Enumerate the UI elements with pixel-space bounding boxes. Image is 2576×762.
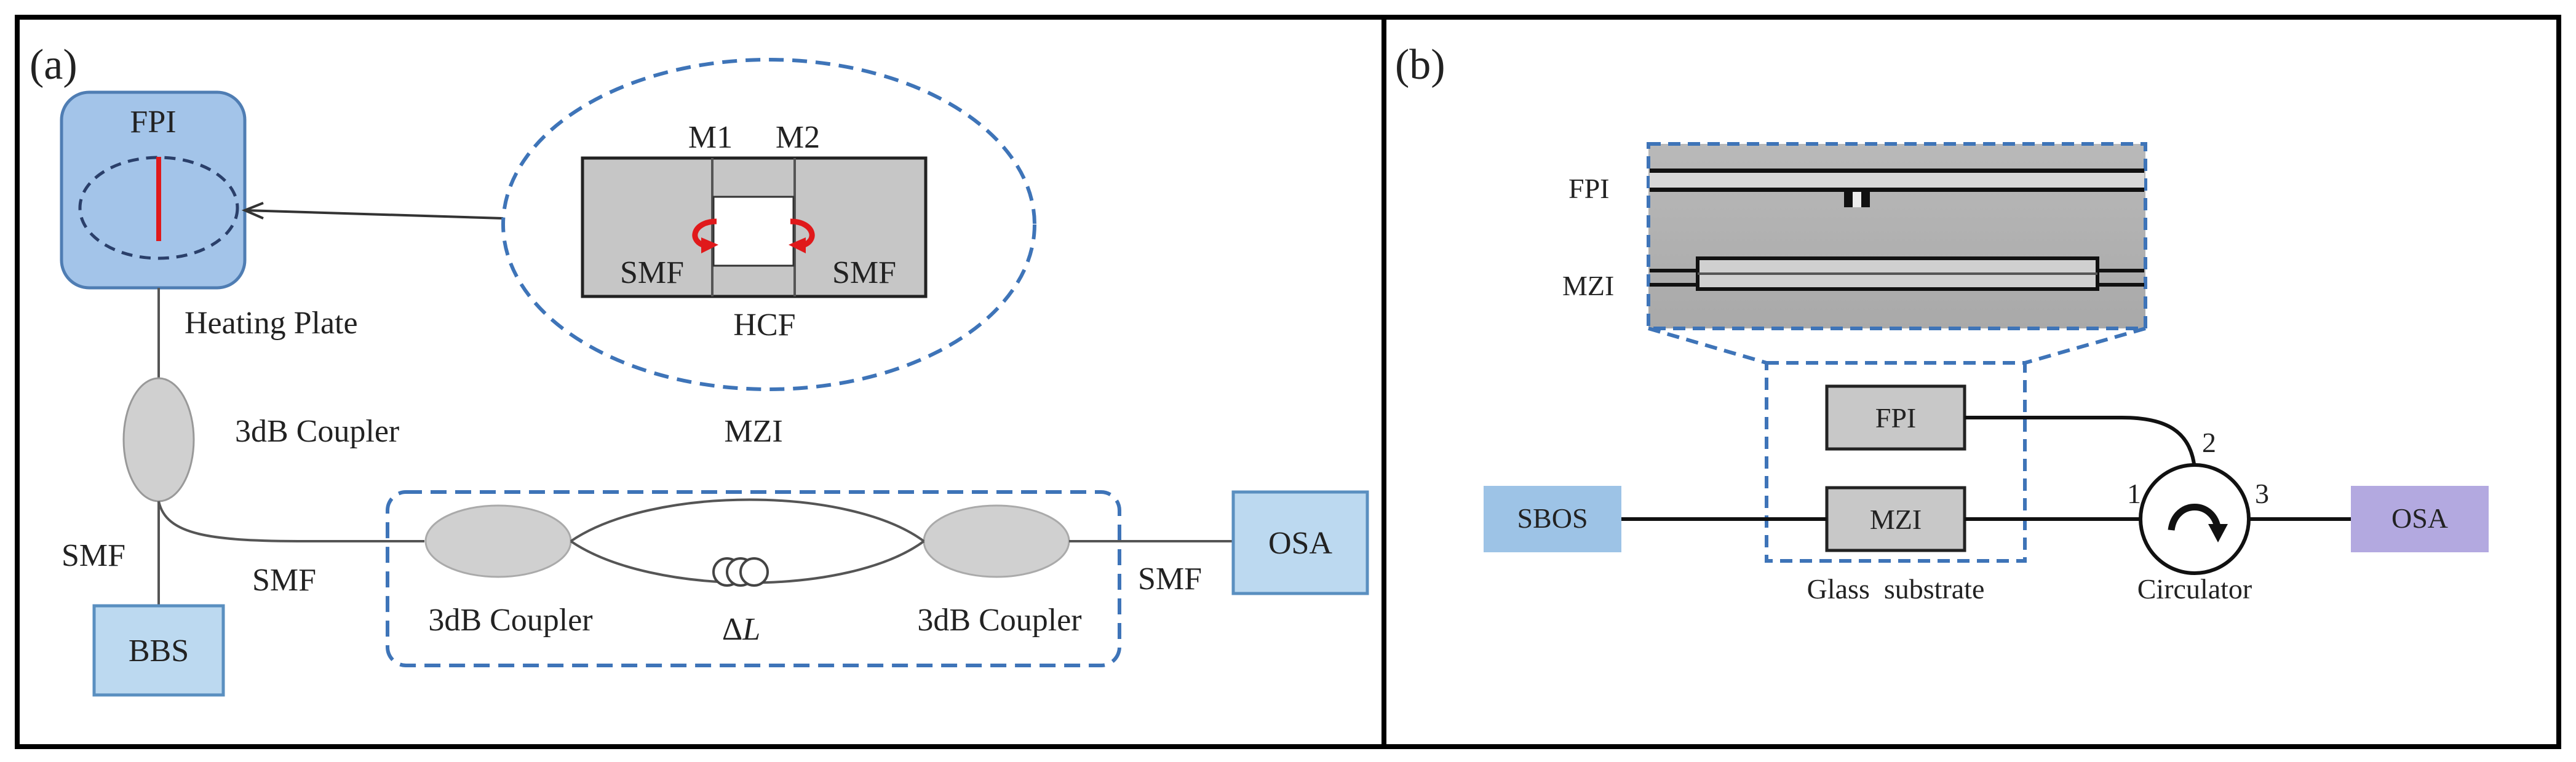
inset-m2-label: M2	[776, 120, 820, 155]
glass-substrate-box	[1765, 361, 2027, 563]
fpi-chip-label: FPI	[1875, 402, 1916, 434]
delta-l-label: ΔL	[722, 612, 760, 647]
inset-ellipse	[501, 58, 1036, 391]
heating-plate-label: Heating Plate	[185, 306, 358, 341]
bbs-label: BBS	[129, 633, 189, 669]
panel-a: (a) FPI M1 M2 SMF SMF HCF Heating Plate …	[30, 41, 1369, 697]
port-1-label: 1	[2127, 478, 2141, 509]
delta-l-var: L	[742, 612, 760, 647]
fpi-zoom-ellipse	[78, 156, 239, 260]
osa-box-a	[1231, 490, 1369, 595]
fiber-coil-icon	[712, 557, 769, 587]
inset-hcf-label: HCF	[733, 308, 795, 343]
inset-smf-left: SMF	[620, 255, 684, 290]
osa-label-b: OSA	[2391, 502, 2448, 534]
inset-pointer-arrowhead	[241, 202, 264, 220]
mzi-dashed-box	[386, 490, 1121, 667]
circulator	[2139, 463, 2251, 575]
mzi-waveguide	[1650, 256, 2144, 291]
fpi-box-label: FPI	[130, 105, 176, 140]
mzi-upper-arm	[570, 498, 925, 542]
circulator-label: Circulator	[2137, 573, 2252, 605]
panel-b-tag: (b)	[1395, 41, 1445, 89]
panel-b: (b) FPI MZI FPI MZI	[1395, 41, 2489, 605]
smf-left-label: SMF	[62, 538, 125, 573]
bbs-box	[92, 604, 225, 697]
coupler-left-label: 3dB Coupler	[428, 603, 592, 638]
coupler-top	[122, 377, 195, 502]
sbos-label: SBOS	[1517, 502, 1588, 534]
inset-pointer-line	[245, 209, 504, 220]
fpi-heating-box	[60, 90, 247, 290]
reflection-arrowhead-m1	[701, 237, 718, 253]
port-2-label: 2	[2202, 427, 2216, 458]
osa-box-b	[2351, 486, 2489, 552]
inset-m1-label: M1	[688, 120, 733, 155]
link-fpi-circ	[1965, 416, 2196, 469]
reflection-arrowhead-m2	[789, 237, 806, 253]
circulator-arrowhead-icon	[2208, 524, 2228, 542]
port-3-label: 3	[2255, 478, 2269, 509]
zoom-line-left	[1648, 327, 1767, 365]
osa-label-a: OSA	[1268, 526, 1332, 561]
glass-substrate-label: Glass substrate	[1807, 573, 1985, 605]
hcf-air-cavity	[712, 196, 795, 267]
fpi-chip	[1825, 384, 1966, 451]
circulator-arrow-icon	[2168, 504, 2222, 531]
mzi-row-label: MZI	[1562, 270, 1614, 301]
mzi-coupler-right	[923, 504, 1070, 578]
mzi-label: MZI	[724, 414, 782, 449]
smf-mid-label: SMF	[252, 563, 316, 598]
delta-l-prefix: Δ	[722, 612, 742, 647]
panel-a-tag: (a)	[30, 41, 78, 89]
coupler-top-label: 3dB Coupler	[235, 414, 399, 449]
inset-smf-right: SMF	[832, 255, 896, 290]
smf-right-label: SMF	[1138, 562, 1202, 597]
mzi-chip-label: MZI	[1870, 504, 1922, 535]
fpi-row-label: FPI	[1568, 173, 1609, 204]
zoom-line-right	[2024, 327, 2146, 365]
fpi-waveguide	[1650, 169, 2144, 207]
fiber-coupler-to-mzi	[157, 501, 424, 542]
sbos-box	[1484, 486, 1621, 552]
mzi-coupler-left	[424, 504, 572, 578]
coupler-right-label: 3dB Coupler	[917, 603, 1081, 638]
panel-b-frame	[1381, 15, 2561, 749]
mzi-chip	[1825, 486, 1966, 552]
